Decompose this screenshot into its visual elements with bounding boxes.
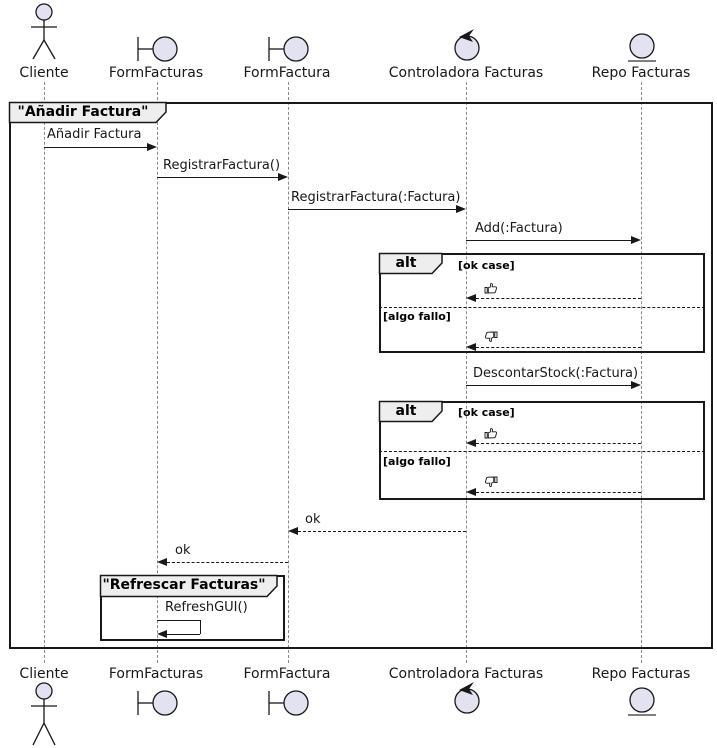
message-label: RefreshGUI(): [165, 600, 248, 615]
boundary-icon: [137, 690, 178, 716]
participant-label-repo: Repo Facturas: [591, 65, 691, 81]
arrowhead: [466, 488, 476, 496]
return-arrow: [167, 562, 288, 563]
arrowhead: [466, 294, 476, 302]
arrowhead: [157, 558, 167, 566]
guard-label: [ok case]: [458, 406, 515, 419]
message-arrow: [466, 385, 631, 386]
message-arrow: [44, 147, 148, 148]
control-icon: [454, 682, 480, 714]
message-arrow: [288, 209, 456, 210]
actor-icon: [31, 682, 57, 746]
lifeline-controladora: [466, 82, 467, 663]
lifeline-formfacturas: [157, 82, 158, 663]
arrowhead: [466, 439, 476, 447]
alt-tab: [378, 400, 443, 423]
participant-label-formfacturas: FormFacturas: [108, 666, 204, 682]
thumbs-down-icon: [485, 476, 498, 487]
alt-divider: [379, 307, 705, 308]
arrowhead: [456, 205, 466, 213]
message-label: RegistrarFactura(:Factura): [291, 190, 461, 205]
return-arrow: [476, 347, 641, 348]
lifeline-repo: [641, 82, 642, 663]
boundary-icon: [137, 36, 178, 62]
message-label: Add(:Factura): [475, 221, 563, 236]
message-label: ok: [305, 512, 321, 527]
participant-label-controladora: Controladora Facturas: [388, 65, 544, 81]
self-message-line: [157, 620, 200, 621]
arrowhead: [631, 236, 641, 244]
message-label: ok: [175, 543, 191, 558]
entity-icon: [628, 687, 656, 716]
arrowhead: [466, 343, 476, 351]
participant-label-formfactura: FormFactura: [243, 65, 331, 81]
lifeline-formfactura: [288, 82, 289, 663]
frame-title: "Añadir Factura": [17, 104, 149, 120]
frame-tab: [8, 101, 167, 124]
guard-label: [algo fallo]: [383, 310, 451, 323]
actor-icon: [31, 3, 57, 60]
participant-label-formfacturas: FormFacturas: [108, 65, 204, 81]
alt-operator: alt: [395, 255, 417, 271]
self-message-line: [200, 620, 201, 634]
frame-tab: [99, 574, 278, 598]
alt-tab: [378, 252, 443, 275]
message-arrow: [157, 177, 278, 178]
participant-label-cliente: Cliente: [19, 65, 69, 81]
alt-operator: alt: [395, 403, 417, 419]
arrowhead: [278, 173, 288, 181]
participant-label-cliente: Cliente: [19, 666, 69, 682]
frame-title: "Refrescar Facturas": [102, 577, 266, 593]
frame-anadir-factura: [9, 102, 713, 649]
entity-icon: [628, 33, 656, 62]
arrowhead: [147, 143, 157, 151]
self-message-line: [166, 634, 200, 635]
guard-label: [ok case]: [458, 259, 515, 272]
message-label: DescontarStock(:Factura): [473, 366, 639, 381]
return-arrow: [476, 443, 641, 444]
boundary-icon: [268, 690, 309, 716]
participant-label-formfactura: FormFactura: [243, 666, 331, 682]
message-label: Añadir Factura: [47, 127, 142, 142]
guard-label: [algo fallo]: [383, 455, 451, 468]
participant-label-repo: Repo Facturas: [591, 666, 691, 682]
return-arrow: [298, 531, 466, 532]
participant-label-controladora: Controladora Facturas: [388, 666, 544, 682]
message-arrow: [466, 240, 631, 241]
arrowhead: [288, 527, 298, 535]
alt-frame-1: [379, 253, 705, 353]
alt-divider: [379, 451, 705, 452]
thumbs-up-icon: [484, 283, 497, 294]
arrowhead: [157, 630, 167, 638]
return-arrow: [476, 492, 641, 493]
message-label: RegistrarFactura(): [163, 158, 281, 173]
lifeline-cliente: [44, 82, 45, 663]
return-arrow: [476, 298, 641, 299]
boundary-icon: [268, 36, 309, 62]
thumbs-up-icon: [484, 428, 497, 439]
thumbs-down-icon: [485, 331, 498, 342]
control-icon: [454, 29, 480, 61]
alt-frame-2: [379, 401, 705, 500]
arrowhead: [631, 381, 641, 389]
